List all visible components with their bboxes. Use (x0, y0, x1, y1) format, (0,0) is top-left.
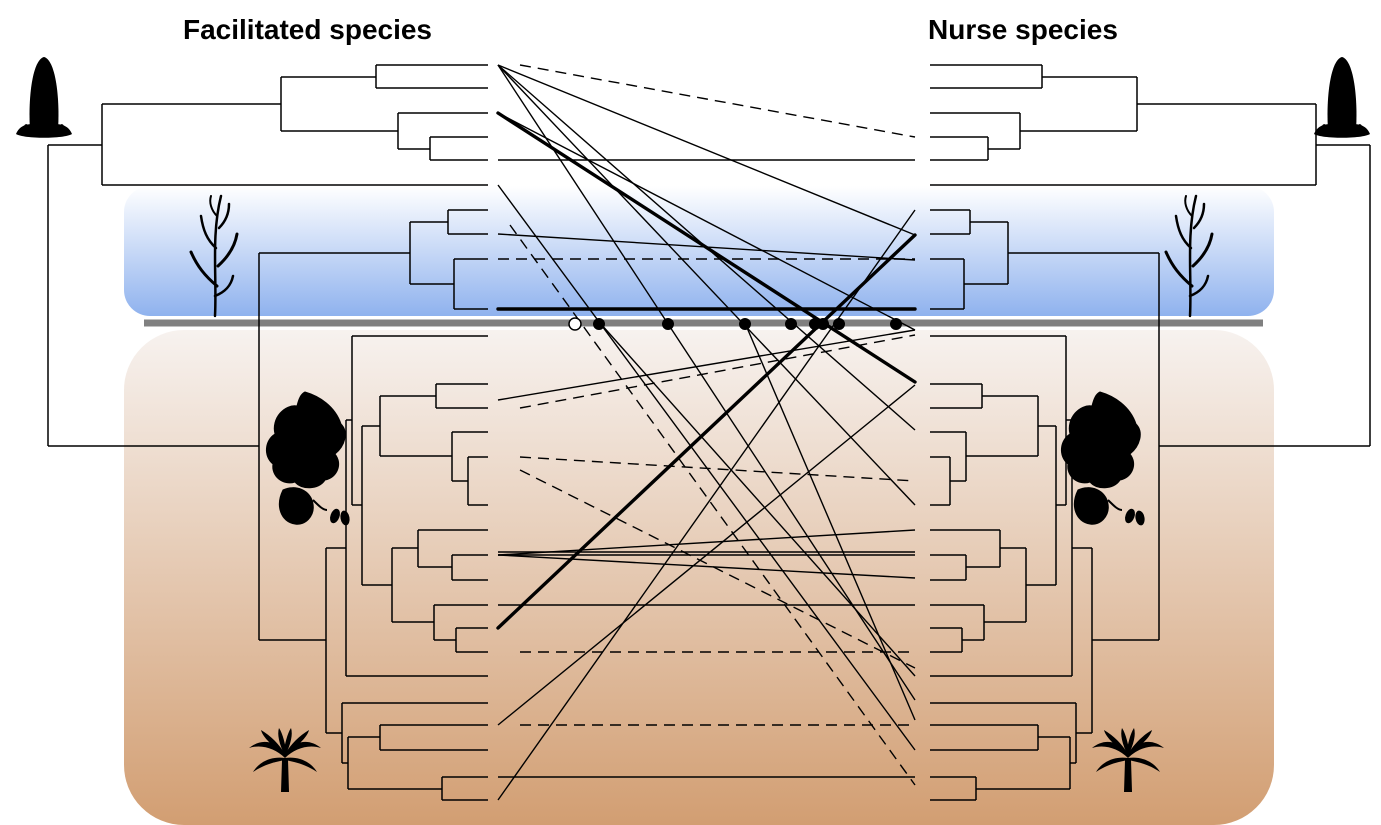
filled-marker (662, 318, 674, 330)
open-marker (569, 318, 581, 330)
grass-clade-band (124, 186, 1274, 316)
cactus-icon (16, 57, 72, 138)
filled-marker (817, 318, 829, 330)
cactus-icon (1314, 57, 1370, 138)
filled-marker (785, 318, 797, 330)
filled-marker (739, 318, 751, 330)
filled-marker (890, 318, 902, 330)
filled-marker (833, 318, 845, 330)
filled-marker (593, 318, 605, 330)
